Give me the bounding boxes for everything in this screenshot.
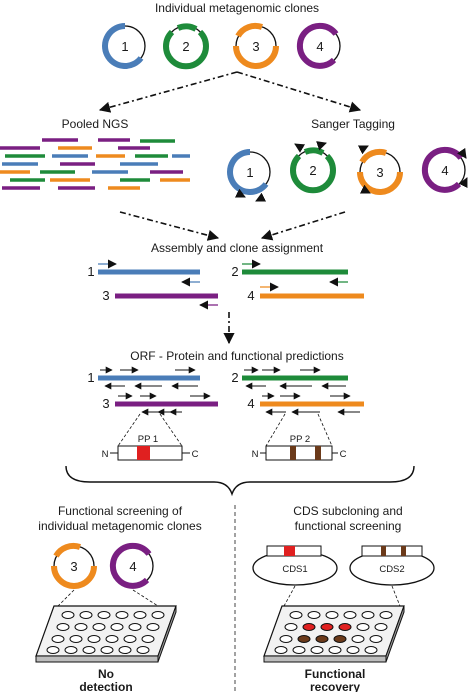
plasmid-1-label: 1 xyxy=(121,39,128,54)
plasmid-2-label: 2 xyxy=(182,39,189,54)
pooled-ngs-title: Pooled NGS xyxy=(62,117,129,131)
plate-right xyxy=(263,605,405,663)
orf-contig-2: 2 xyxy=(231,366,348,390)
svg-text:3: 3 xyxy=(70,559,77,574)
plate-zoom-right-b xyxy=(391,585,401,607)
plate-left xyxy=(35,605,177,663)
svg-text:1: 1 xyxy=(87,264,94,279)
assembled-contig-4: 4 xyxy=(247,282,364,303)
plasmid-1-sanger: 1 xyxy=(227,149,271,202)
assembled-contig-1: 1 xyxy=(87,259,200,287)
plasmid-4-top: 4 xyxy=(296,22,341,69)
assembled-contig-2: 2 xyxy=(231,259,348,287)
protein-pp1: PP 1 N C xyxy=(102,434,199,461)
svg-text:N: N xyxy=(252,449,259,460)
svg-text:1: 1 xyxy=(87,370,94,385)
vector-cds1: CDS1 xyxy=(252,545,338,586)
assembly-title: Assembly and clone assignment xyxy=(151,241,324,255)
arrow-to-pooled xyxy=(98,71,238,113)
svg-text:N: N xyxy=(102,449,109,460)
svg-text:4: 4 xyxy=(247,396,254,411)
orf-contig-3: 3 xyxy=(102,392,218,416)
recovery-line1: Functional xyxy=(305,667,366,681)
plate-zoom-left-b xyxy=(132,589,159,607)
zoom-line-pp1-right xyxy=(159,413,183,447)
plasmid-4-label: 4 xyxy=(316,39,323,54)
sanger-tagging-title: Sanger Tagging xyxy=(311,117,395,131)
arrow-from-pooled xyxy=(119,211,220,241)
screen-right-line2: functional screening xyxy=(295,519,402,533)
plasmid-4-sanger: 4 xyxy=(421,146,468,193)
svg-text:C: C xyxy=(340,449,347,460)
protein-pp2: PP 2 N C xyxy=(252,434,347,461)
cds1-label: CDS1 xyxy=(282,564,307,575)
screen-right-line1: CDS subcloning and xyxy=(293,504,402,518)
plasmid-1-top: 1 xyxy=(102,23,146,69)
orf-contig-1: 1 xyxy=(87,366,200,390)
zoom-line-pp2-right xyxy=(317,413,333,447)
svg-text:3: 3 xyxy=(102,288,109,303)
svg-text:2: 2 xyxy=(231,370,238,385)
title-clones: Individual metagenomic clones xyxy=(155,1,319,15)
plasmid-3-screen: 3 xyxy=(51,542,97,589)
plasmid-2-sanger: 2 xyxy=(290,141,336,194)
svg-text:4: 4 xyxy=(247,288,254,303)
svg-text:C: C xyxy=(192,449,199,460)
no-detection-line1: No xyxy=(98,667,114,681)
plasmid-4-screen: 4 xyxy=(109,542,154,589)
screen-left-line2: individual metagenomic clones xyxy=(38,519,201,533)
no-detection-line2: detection xyxy=(79,680,132,692)
plate-zoom-right-a xyxy=(283,585,296,607)
cds2-label: CDS2 xyxy=(379,564,404,575)
recovery-line2: recovery xyxy=(310,680,360,692)
pp2-label: PP 2 xyxy=(290,434,310,445)
pp1-label: PP 1 xyxy=(138,434,158,445)
svg-text:4: 4 xyxy=(129,559,136,574)
brace xyxy=(65,465,415,497)
sanger-4-label: 4 xyxy=(441,163,448,178)
assembled-contig-3: 3 xyxy=(102,288,218,310)
arrow-from-sanger xyxy=(260,211,346,241)
orf-title: ORF - Protein and functional predictions xyxy=(130,349,343,363)
plasmid-3-top: 3 xyxy=(233,22,279,69)
svg-text:2: 2 xyxy=(231,264,238,279)
orf-contig-4: 4 xyxy=(247,392,364,416)
arrow-to-sanger xyxy=(236,71,362,113)
zoom-line-pp2-left xyxy=(265,413,286,447)
vector-cds2: CDS2 xyxy=(349,545,435,586)
svg-text:3: 3 xyxy=(102,396,109,411)
sanger-3-label: 3 xyxy=(376,165,383,180)
sanger-1-label: 1 xyxy=(246,165,253,180)
screen-left-line1: Functional screening of xyxy=(58,504,183,518)
plasmid-3-label: 3 xyxy=(252,39,259,54)
ngs-reads xyxy=(0,138,190,190)
plasmid-3-sanger: 3 xyxy=(357,145,403,195)
zoom-line-pp1-left xyxy=(117,413,141,447)
sanger-2-label: 2 xyxy=(309,163,316,178)
plasmid-2-top: 2 xyxy=(163,23,209,70)
plate-zoom-left-a xyxy=(57,589,75,607)
